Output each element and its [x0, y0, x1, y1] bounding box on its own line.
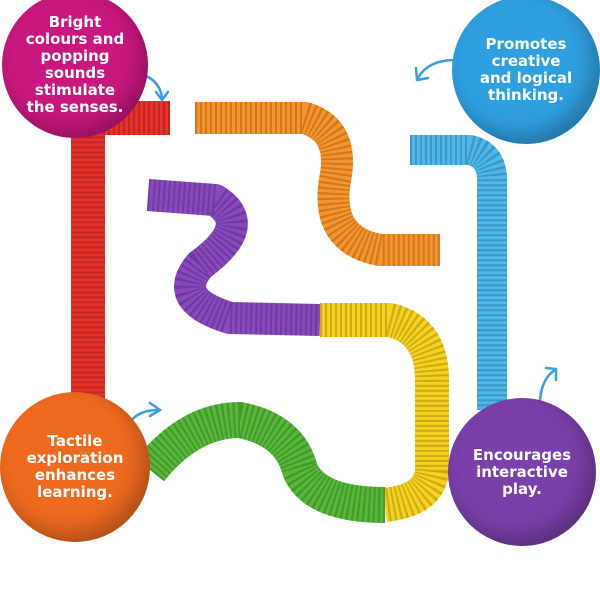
feature-bubble-tactile: Tactile exploration enhances learning. [0, 392, 150, 542]
feature-bubble-senses: Bright colours and popping sounds stimul… [2, 0, 148, 138]
purple-tube [146, 179, 321, 336]
feature-text: Promotes creative and logical thinking. [479, 35, 573, 104]
arrow-icon [414, 58, 457, 82]
arrow-icon [538, 366, 558, 402]
yellow-tube-ribs [320, 303, 449, 522]
feature-bubble-play: Encourages interactive play. [448, 398, 596, 546]
feature-text: Tactile exploration enhances learning. [26, 432, 124, 501]
blue-tube-ribs [410, 135, 507, 410]
blue-tube [410, 135, 507, 410]
orange-tube [195, 102, 440, 266]
green-tube-ribs [135, 402, 386, 523]
yellow-tube [320, 303, 449, 522]
purple-tube-ribs [146, 179, 321, 336]
feature-text: Bright colours and popping sounds stimul… [25, 13, 125, 116]
feature-bubble-thinking: Promotes creative and logical thinking. [452, 0, 600, 144]
green-tube [135, 402, 386, 523]
feature-text: Encourages interactive play. [472, 445, 572, 498]
